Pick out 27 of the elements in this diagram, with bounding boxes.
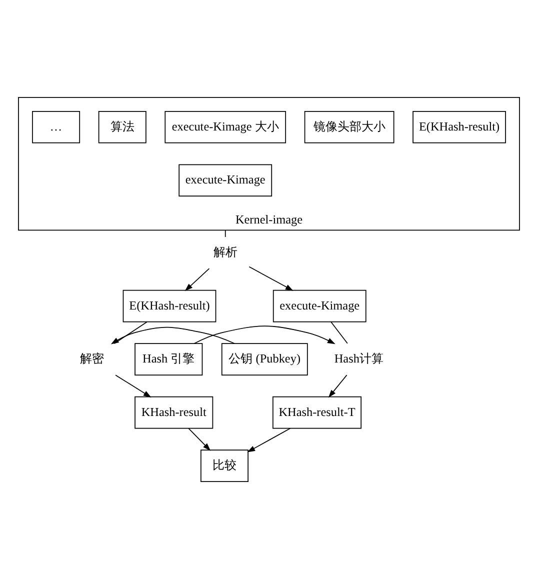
node-box: execute-Kimage <box>178 164 272 197</box>
node-box: execute-Kimage 大小 <box>164 111 286 144</box>
arrow <box>328 374 348 398</box>
node-box: 算法 <box>98 111 146 144</box>
arrow <box>115 374 152 398</box>
arrow <box>248 266 294 291</box>
node-box: KHash-result-T <box>272 396 362 429</box>
node-box: execute-Kimage <box>272 290 366 322</box>
node-box: KHash-result <box>134 396 214 429</box>
arrow <box>247 428 291 452</box>
node-box: 比较 <box>200 450 248 482</box>
arrow <box>194 326 336 344</box>
node-text: 解密 <box>80 352 104 366</box>
node-box: E(KHash-result) <box>122 290 216 322</box>
arrow <box>188 428 211 451</box>
node-text: Hash计算 <box>334 352 384 366</box>
connector <box>224 230 226 238</box>
node-box: 公钥 (Pubkey) <box>221 343 308 376</box>
node-box: 镜像头部大小 <box>304 111 394 144</box>
arrow <box>110 326 235 344</box>
connector <box>330 321 348 344</box>
node-box: Hash 引擎 <box>134 343 203 376</box>
node-text: 解析 <box>213 245 238 260</box>
arrow <box>184 268 210 292</box>
node-box: … <box>32 111 80 144</box>
connector <box>114 321 148 344</box>
node-box: E(KHash-result) <box>412 111 506 144</box>
